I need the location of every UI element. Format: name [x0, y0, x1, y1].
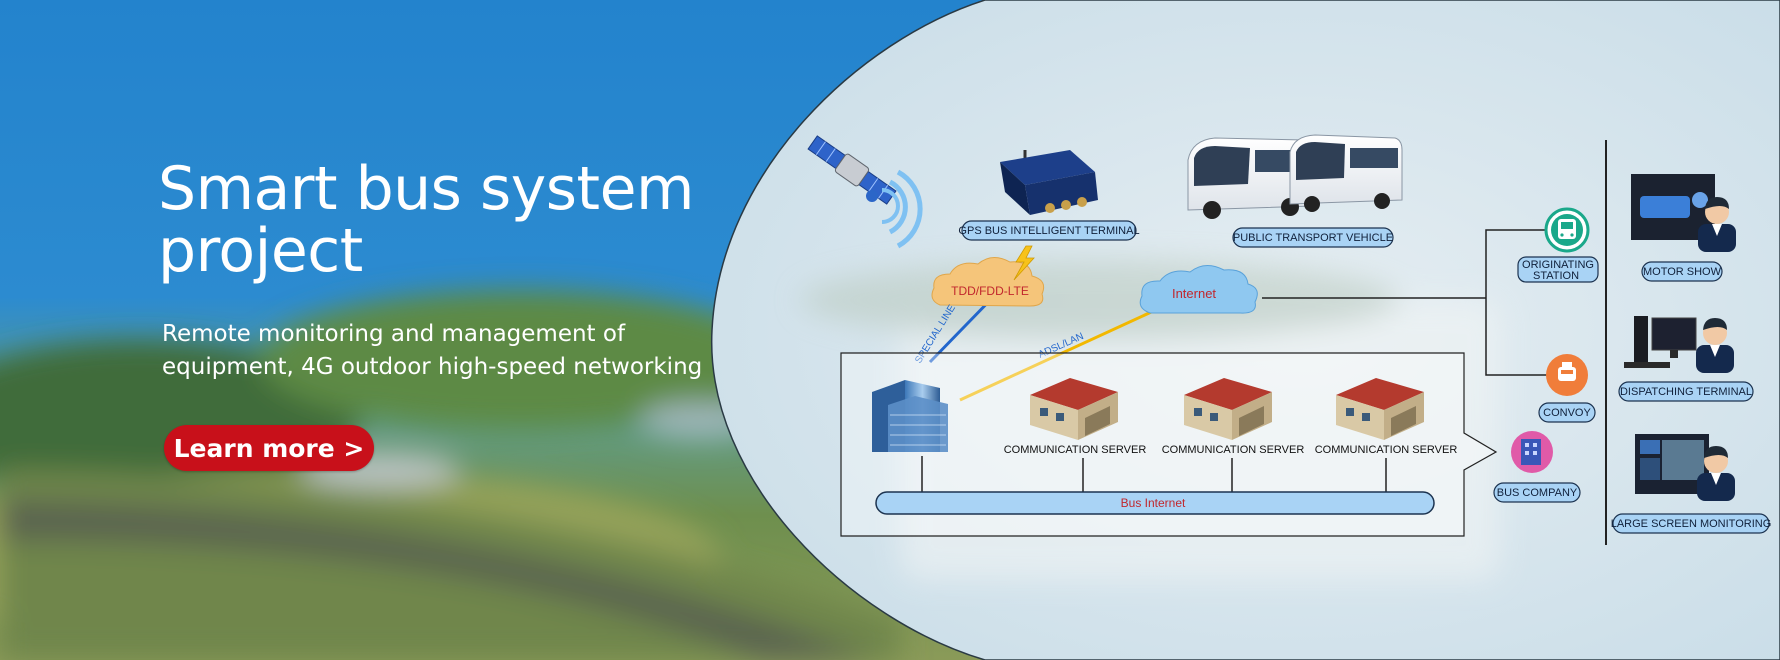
server-label-3: COMMUNICATION SERVER — [1315, 444, 1458, 456]
large-screen-label: LARGE SCREEN MONITORING — [1611, 518, 1772, 530]
bus-internet-label: Bus Internet — [1121, 496, 1186, 510]
convoy-pill — [1538, 402, 1596, 423]
bus-company-label: BUS COMPANY — [1497, 487, 1578, 499]
station-convoy-branch — [1485, 229, 1547, 376]
hero-title: Smart bus system project — [158, 154, 694, 286]
bus-icon — [1187, 134, 1403, 219]
server-building-icon — [1184, 378, 1272, 440]
person-icon — [1697, 446, 1735, 501]
office-building-icon — [872, 380, 948, 452]
gps-terminal-pill — [961, 220, 1137, 241]
public-vehicle-label: PUBLIC TRANSPORT VEHICLE — [1233, 232, 1393, 244]
large-screen-pill — [1612, 513, 1770, 534]
bus-drop-lines — [921, 456, 1387, 492]
desktop-computer-icon — [1624, 316, 1697, 368]
lte-cloud-label: TDD/FDD-LTE — [951, 284, 1029, 298]
public-vehicle-pill — [1232, 227, 1394, 248]
company-network-box — [840, 352, 1498, 537]
lte-cloud — [931, 257, 1045, 307]
hero-subtitle: Remote monitoring and management of equi… — [162, 321, 703, 380]
server-building-icon — [1030, 378, 1118, 440]
convoy-label: CONVOY — [1543, 407, 1591, 419]
bus-internet-bar — [875, 491, 1435, 515]
satellite-icon — [807, 135, 923, 249]
motor-show-label: MOTOR SHOW — [1643, 266, 1722, 278]
bus-station-icon — [1544, 207, 1590, 253]
monitoring-screen-icon — [1635, 434, 1709, 494]
lightning-icon — [1013, 245, 1035, 281]
server-building-icon — [1336, 378, 1424, 440]
internet-cloud-label: Internet — [1172, 286, 1216, 301]
dispatching-terminal-label: DISPATCHING TERMINAL — [1620, 386, 1752, 398]
person-icon — [1698, 197, 1736, 252]
person-icon — [1696, 318, 1734, 373]
originating-station-label-line1: ORIGINATING — [1522, 259, 1594, 271]
internet-cloud — [1139, 265, 1258, 314]
originating-station-label-line2: STATION — [1533, 270, 1579, 282]
taxi-icon — [1546, 354, 1588, 396]
adsl-line — [959, 306, 1161, 402]
server-label-1: COMMUNICATION SERVER — [1004, 444, 1147, 456]
motor-show-pill — [1641, 261, 1723, 282]
originating-station-pill — [1517, 256, 1599, 283]
router-icon — [1000, 150, 1098, 215]
server-label-2: COMMUNICATION SERVER — [1162, 444, 1305, 456]
company-building-icon — [1511, 431, 1553, 473]
dispatching-terminal-pill — [1618, 381, 1754, 402]
gps-terminal-label: GPS BUS INTELLIGENT TERMINAL — [958, 225, 1139, 237]
bus-company-pill — [1493, 482, 1581, 503]
learn-more-button[interactable]: Learn more > — [164, 425, 374, 471]
